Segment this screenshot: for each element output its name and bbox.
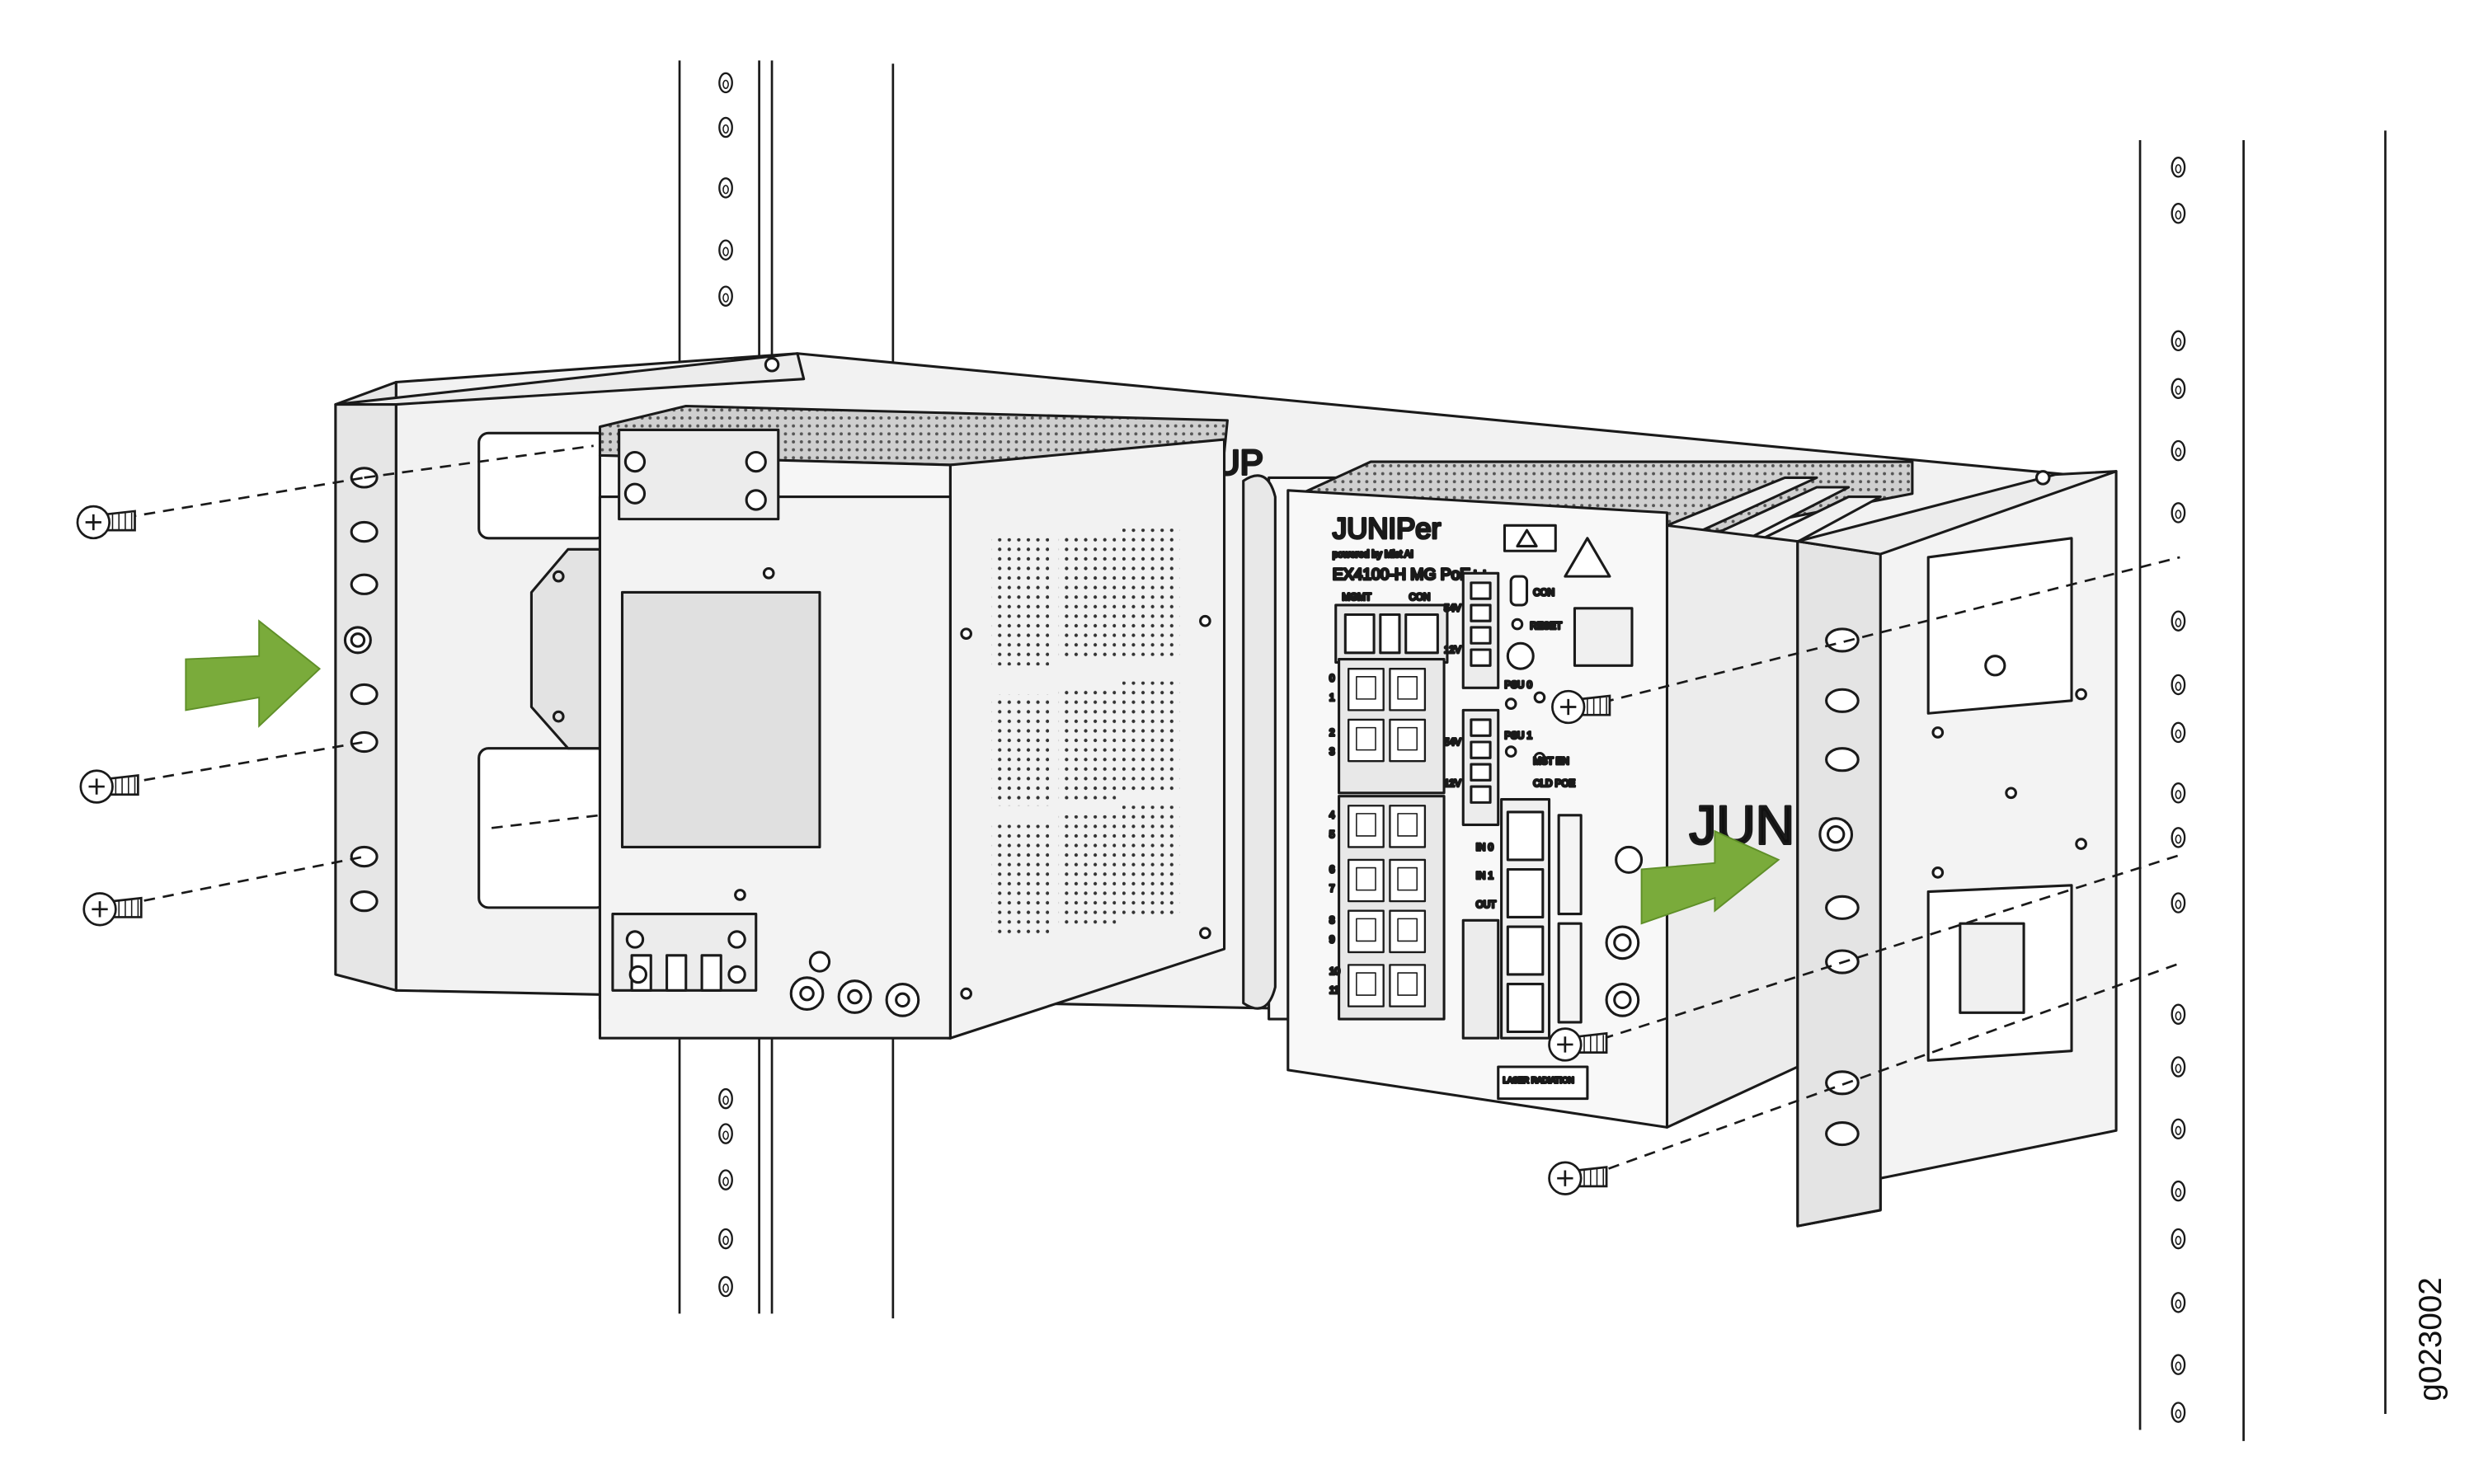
guide-lines (125, 444, 2180, 1176)
hot-surface-icon (1564, 537, 1611, 578)
v54-label-1: 54V (1444, 604, 1461, 614)
figure-id: g023002 (2413, 1277, 2448, 1401)
out-label: OUT (1476, 900, 1496, 910)
rail-hole (2171, 1292, 2186, 1313)
port-number-labels: 0 1 2 3 4 5 6 7 8 9 10 11 (1328, 673, 1341, 998)
rail-hole (2171, 1056, 2186, 1078)
mgmt-label: MGMT (1342, 593, 1371, 603)
reset-label: RESET (1530, 622, 1562, 632)
psu1-label: PSU 1 (1504, 731, 1531, 741)
in0-label: IN 0 (1476, 843, 1493, 852)
rj45-port (1389, 858, 1427, 903)
warning-icon (1516, 528, 1538, 547)
rail-hole (2171, 330, 2186, 352)
v12-label-2: 12V (1444, 779, 1461, 789)
laser-label: LASER RADIATION (1503, 1076, 1574, 1085)
rail-hole (2171, 827, 2186, 848)
rj45-port (1389, 667, 1427, 711)
con-port-label: CON (1409, 593, 1431, 603)
rail-hole (2171, 502, 2186, 524)
rail-hole (2171, 157, 2186, 178)
rj45-ports (1348, 667, 1427, 1007)
rail-hole (2171, 674, 2186, 696)
rail-hole (718, 72, 733, 94)
screw-icon (79, 769, 139, 804)
rail-hole (718, 1228, 733, 1250)
power-supply-unit (598, 404, 1229, 1040)
port-number: 2 (1329, 728, 1334, 738)
port-number: 9 (1329, 935, 1334, 945)
rj45-port (1389, 909, 1427, 954)
rail-hole (718, 1275, 733, 1298)
rail-hole (2171, 1180, 2186, 1202)
rj45-port (1348, 858, 1385, 903)
screw-icon (82, 892, 143, 927)
ex4100-switch: JUNIP JUNIPer powered by Mist AI EX4100-… (1286, 460, 1914, 1129)
rj45-port (1348, 667, 1385, 711)
v54-label-2: 54V (1444, 738, 1461, 748)
rail-hole (718, 1169, 733, 1190)
rail-hole (718, 177, 733, 199)
screw-icon (1551, 689, 1611, 725)
rail-hole (2171, 610, 2186, 632)
rj45-port (1348, 964, 1385, 1007)
arrow-right-icon (1640, 829, 1780, 925)
left-rail-holes (718, 72, 733, 1298)
screw-icon (76, 505, 136, 540)
rail-hole (2171, 1228, 2186, 1250)
right-rail-holes (2171, 157, 2186, 1423)
rail-hole (718, 1087, 733, 1110)
rj45-port (1348, 718, 1385, 763)
port-number: 5 (1329, 830, 1334, 840)
rj45-port (1389, 805, 1427, 848)
rail-hole (2171, 1354, 2186, 1375)
rail-hole (2171, 782, 2186, 804)
rail-hole (2171, 1118, 2186, 1140)
rj45-port (1389, 718, 1427, 763)
port-number: 6 (1329, 865, 1334, 875)
port-number: 3 (1329, 747, 1334, 757)
screw-icon (1548, 1027, 1608, 1062)
port-number: 7 (1329, 885, 1334, 895)
port-number: 10 (1329, 967, 1340, 977)
in1-label: IN 1 (1476, 871, 1493, 881)
rj45-port (1348, 805, 1385, 848)
rail-hole (2171, 439, 2186, 462)
rail-hole (718, 239, 733, 261)
rail-hole (718, 1123, 733, 1144)
rail-hole (2171, 721, 2186, 744)
rail-hole (2171, 892, 2186, 913)
rj45-port (1389, 964, 1427, 1007)
mst-en-label: MST EN (1533, 757, 1569, 767)
port-number: 4 (1329, 811, 1335, 821)
brand-logo: JUNIPer (1333, 514, 1441, 545)
rail-hole (718, 285, 733, 307)
screw-icon (1548, 1161, 1608, 1195)
rail-hole (2171, 378, 2186, 399)
cld-poe-label: CLD POE (1533, 779, 1575, 789)
right-bracket (1796, 470, 2118, 1228)
powered-by-text: powered by Mist AI (1333, 550, 1413, 560)
v12-label-1: 12V (1444, 646, 1461, 655)
arrow-right-icon (185, 619, 322, 728)
rj45-port (1348, 909, 1385, 954)
rail-hole (2171, 203, 2186, 224)
con-label: CON (1533, 588, 1554, 598)
psu0-label: PSU 0 (1504, 680, 1531, 690)
port-number: 0 (1329, 674, 1334, 684)
port-number: 1 (1329, 693, 1334, 703)
right-rack-rail (2138, 130, 2387, 1441)
port-number: 11 (1329, 986, 1339, 996)
rail-hole (718, 116, 733, 139)
rail-hole (2171, 1402, 2186, 1423)
port-number: 8 (1329, 916, 1334, 926)
screws (76, 505, 1611, 1195)
rail-hole (2171, 1003, 2186, 1026)
